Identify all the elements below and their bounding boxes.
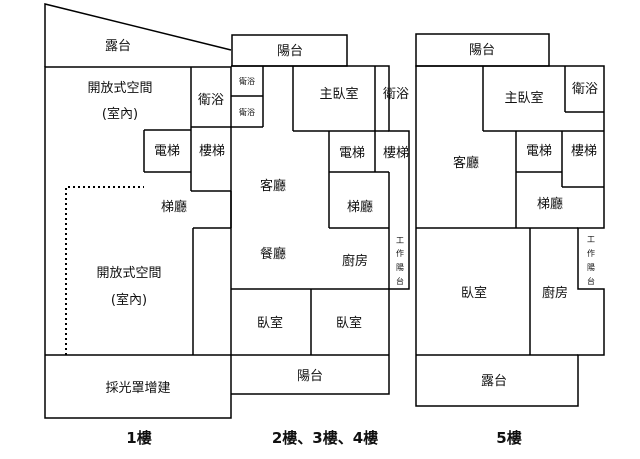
f1-skylight-label: 採光罩增建 <box>105 381 170 396</box>
f5-utility-balcony-char-2: 作 <box>587 248 595 258</box>
f24-utility-balcony-char-2: 作 <box>396 248 404 258</box>
f5-stairs-label: 樓梯 <box>571 144 597 159</box>
f24-bedroom-1-label: 臥室 <box>257 315 283 331</box>
f24-outline <box>231 65 410 395</box>
f24-utility-balcony-char-4: 台 <box>396 276 404 286</box>
f1-stairs-label: 樓梯 <box>199 144 225 159</box>
f24-bedroom-2-label: 臥室 <box>336 315 362 331</box>
f1-terrace-label: 露台 <box>105 39 131 54</box>
floor-1 <box>44 3 232 419</box>
f1-indoor-top-label: (室內) <box>102 106 138 122</box>
f1-caption: 1樓 <box>126 429 151 447</box>
f5-living-room-label: 客廳 <box>453 155 479 171</box>
f5-terrace-label: 露台 <box>481 374 507 389</box>
f5-elevator-label: 電梯 <box>526 144 552 159</box>
f24-master-bedroom-label: 主臥室 <box>319 86 358 102</box>
f1-terrace-wall <box>44 3 232 67</box>
floor-1-labels: 露台 開放式空間 (室內) 衛浴 電梯 樓梯 梯廳 開放式空間 (室內) 採光罩… <box>87 39 225 447</box>
f24-caption: 2樓、3樓、4樓 <box>272 429 378 447</box>
f24-bathroom-label: 衛浴 <box>383 87 409 102</box>
f1-outline <box>44 66 232 419</box>
f5-utility-balcony-char-1: 工 <box>587 235 595 244</box>
f24-living-room-label: 客廳 <box>260 178 286 194</box>
f24-dining-room-label: 餐廳 <box>260 246 286 262</box>
f24-kitchen-label: 廚房 <box>342 253 368 269</box>
f1-dotted-boundary <box>65 186 144 355</box>
f5-kitchen-label: 廚房 <box>542 285 568 301</box>
floor-5-labels: 陽台 主臥室 衛浴 客廳 電梯 樓梯 梯廳 工 作 陽 台 臥室 廚房 露台 5… <box>453 43 598 447</box>
f5-outline <box>415 65 605 407</box>
f1-bathroom-label: 衛浴 <box>198 93 224 108</box>
f5-bedroom-label: 臥室 <box>461 285 487 301</box>
f24-utility-balcony-char-3: 陽 <box>396 263 404 272</box>
f5-caption: 5樓 <box>496 429 521 447</box>
f1-elevator-hall-label: 梯廳 <box>161 199 187 215</box>
f24-balcony-bottom-label: 陽台 <box>297 369 323 384</box>
floor-5 <box>415 33 605 407</box>
f24-bath-small-2-label: 衛浴 <box>239 107 255 117</box>
f5-utility-balcony-char-4: 台 <box>587 276 595 286</box>
f24-utility-balcony-char-1: 工 <box>396 236 404 245</box>
f24-stairs-label: 樓梯 <box>383 146 409 161</box>
f1-open-space-top-label: 開放式空間 <box>87 81 152 96</box>
f24-elevator-label: 電梯 <box>339 146 365 161</box>
f5-master-bedroom-label: 主臥室 <box>504 90 543 106</box>
f24-balcony-top-label: 陽台 <box>277 44 303 59</box>
f24-elevator-hall-label: 梯廳 <box>347 199 373 215</box>
f1-indoor-bottom-label: (室內) <box>111 292 147 308</box>
f5-utility-balcony-char-3: 陽 <box>587 263 595 272</box>
f24-bath-small-1-label: 衛浴 <box>239 76 255 86</box>
f5-bathroom-label: 衛浴 <box>572 82 598 97</box>
f1-elevator-label: 電梯 <box>154 144 180 159</box>
floor-2-4 <box>231 34 410 395</box>
f1-open-space-bottom-label: 開放式空間 <box>96 266 161 281</box>
floor-2-4-labels: 陽台 衛浴 衛浴 主臥室 衛浴 電梯 樓梯 客廳 梯廳 餐廳 廚房 工 作 陽 … <box>239 44 409 447</box>
f5-balcony-top-label: 陽台 <box>469 43 495 58</box>
f5-elevator-hall-label: 梯廳 <box>537 196 563 212</box>
